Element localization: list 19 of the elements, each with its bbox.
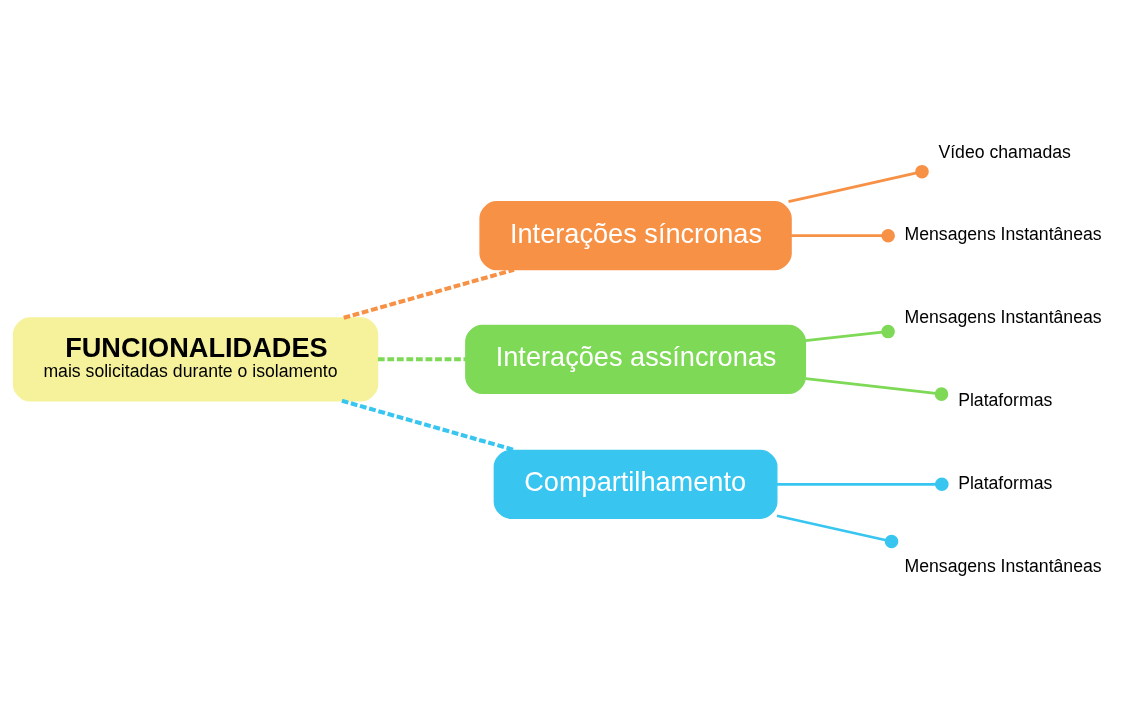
connector: [776, 514, 899, 549]
node-box: Interações assíncronas: [465, 324, 807, 394]
connector: [776, 477, 949, 492]
node-box: Interações síncronas: [479, 201, 792, 271]
connector: [805, 324, 895, 343]
node-text: Vídeo chamadas: [938, 141, 1071, 162]
node-text: Plataformas: [958, 472, 1053, 493]
connector: [377, 357, 466, 362]
node-box: FUNCIONALIDADES mais solicitadas durante o isolamento: [12, 317, 379, 402]
node-text: Mensagens Instantâneas: [904, 307, 1102, 328]
node-text: Plataformas: [958, 390, 1053, 411]
connector: [343, 267, 515, 320]
connector: [341, 398, 516, 453]
connector: [788, 164, 929, 203]
node-text: Mensagens Instantâneas: [904, 555, 1102, 576]
connector: [791, 228, 895, 243]
node-box: Compartilhamento: [493, 449, 778, 519]
node-text: Mensagens Instantâneas: [904, 224, 1102, 245]
connector: [805, 377, 949, 401]
